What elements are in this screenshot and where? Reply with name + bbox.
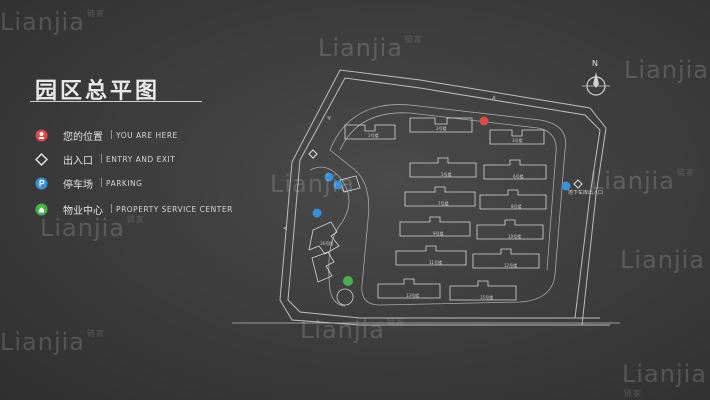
- building-label: 5号楼: [441, 171, 452, 177]
- parking-marker: [324, 172, 334, 182]
- roundabout-icon: [336, 288, 354, 306]
- building-label: 15号楼: [480, 294, 493, 300]
- internal-roads: [309, 104, 567, 307]
- building-label: 8号楼: [511, 203, 522, 209]
- boundary-roads: [232, 69, 620, 326]
- road-label-west: A: [326, 115, 333, 121]
- north-compass: N: [582, 59, 610, 96]
- building-label: 7号楼: [438, 200, 449, 206]
- compass-letter: N: [592, 59, 598, 68]
- parking-marker: [333, 180, 343, 190]
- building-label: 13号楼: [406, 292, 419, 298]
- legend-separator: |: [100, 154, 104, 164]
- entry-exit-marker: [308, 149, 318, 159]
- garage-entrance-label: 地下车库出入口: [568, 189, 603, 196]
- you-are-here-marker: [479, 116, 489, 126]
- building-label: 10号楼: [508, 233, 521, 239]
- building-label: 16号楼: [320, 240, 333, 246]
- building-label: 1号楼: [368, 132, 379, 138]
- legend-you-are-here: 您的位置 | YOU ARE HERE: [33, 127, 178, 143]
- entry-exit-marker: [573, 179, 583, 189]
- legend-separator: |: [100, 178, 104, 188]
- road-labels: A A A 地下车库出入口: [283, 95, 603, 230]
- parking-marker: [312, 208, 322, 218]
- road-label-southwest: A: [283, 226, 289, 230]
- you-are-here-icon: [33, 127, 49, 143]
- legend-label-en: PROPERTY SERVICE CENTER: [116, 204, 233, 214]
- road-label-north: A: [492, 95, 497, 102]
- parking-marker: [561, 181, 571, 191]
- property-center-marker: [343, 276, 353, 286]
- legend-entry-exit: 出入口 | ENTRY AND EXIT: [33, 151, 175, 167]
- legend-label-cn: 物业中心: [63, 205, 103, 217]
- legend-property-center: 物业中心 | PROPERTY SERVICE CENTER: [33, 201, 233, 217]
- legend-parking: 停车场 | PARKING: [33, 175, 142, 191]
- building-label: 6号楼: [513, 173, 524, 179]
- building-footprints: [308, 117, 547, 301]
- legend-label-cn: 出入口: [63, 155, 93, 167]
- legend-label-en: PARKING: [106, 178, 143, 188]
- property-center-icon: [33, 201, 49, 217]
- title-underline: [30, 101, 202, 102]
- legend-label-en: YOU ARE HERE: [116, 130, 178, 140]
- map-markers: [308, 116, 583, 306]
- legend-separator: |: [110, 204, 114, 214]
- legend-label-cn: 停车场: [63, 179, 93, 191]
- building-label: 12号楼: [504, 262, 517, 268]
- legend-label-en: ENTRY AND EXIT: [106, 154, 176, 164]
- building-label: 11号楼: [429, 259, 442, 265]
- building-label: 9号楼: [433, 230, 444, 236]
- entry-exit-icon: [33, 151, 49, 167]
- legend-separator: |: [110, 130, 114, 140]
- page-title: 园区总平图: [35, 79, 161, 104]
- compass-needle-icon: [593, 72, 599, 88]
- parking-icon: [33, 175, 49, 191]
- building-label: 2号楼: [436, 125, 447, 131]
- legend-label-cn: 您的位置: [63, 131, 103, 143]
- building-label: 3号楼: [512, 137, 523, 143]
